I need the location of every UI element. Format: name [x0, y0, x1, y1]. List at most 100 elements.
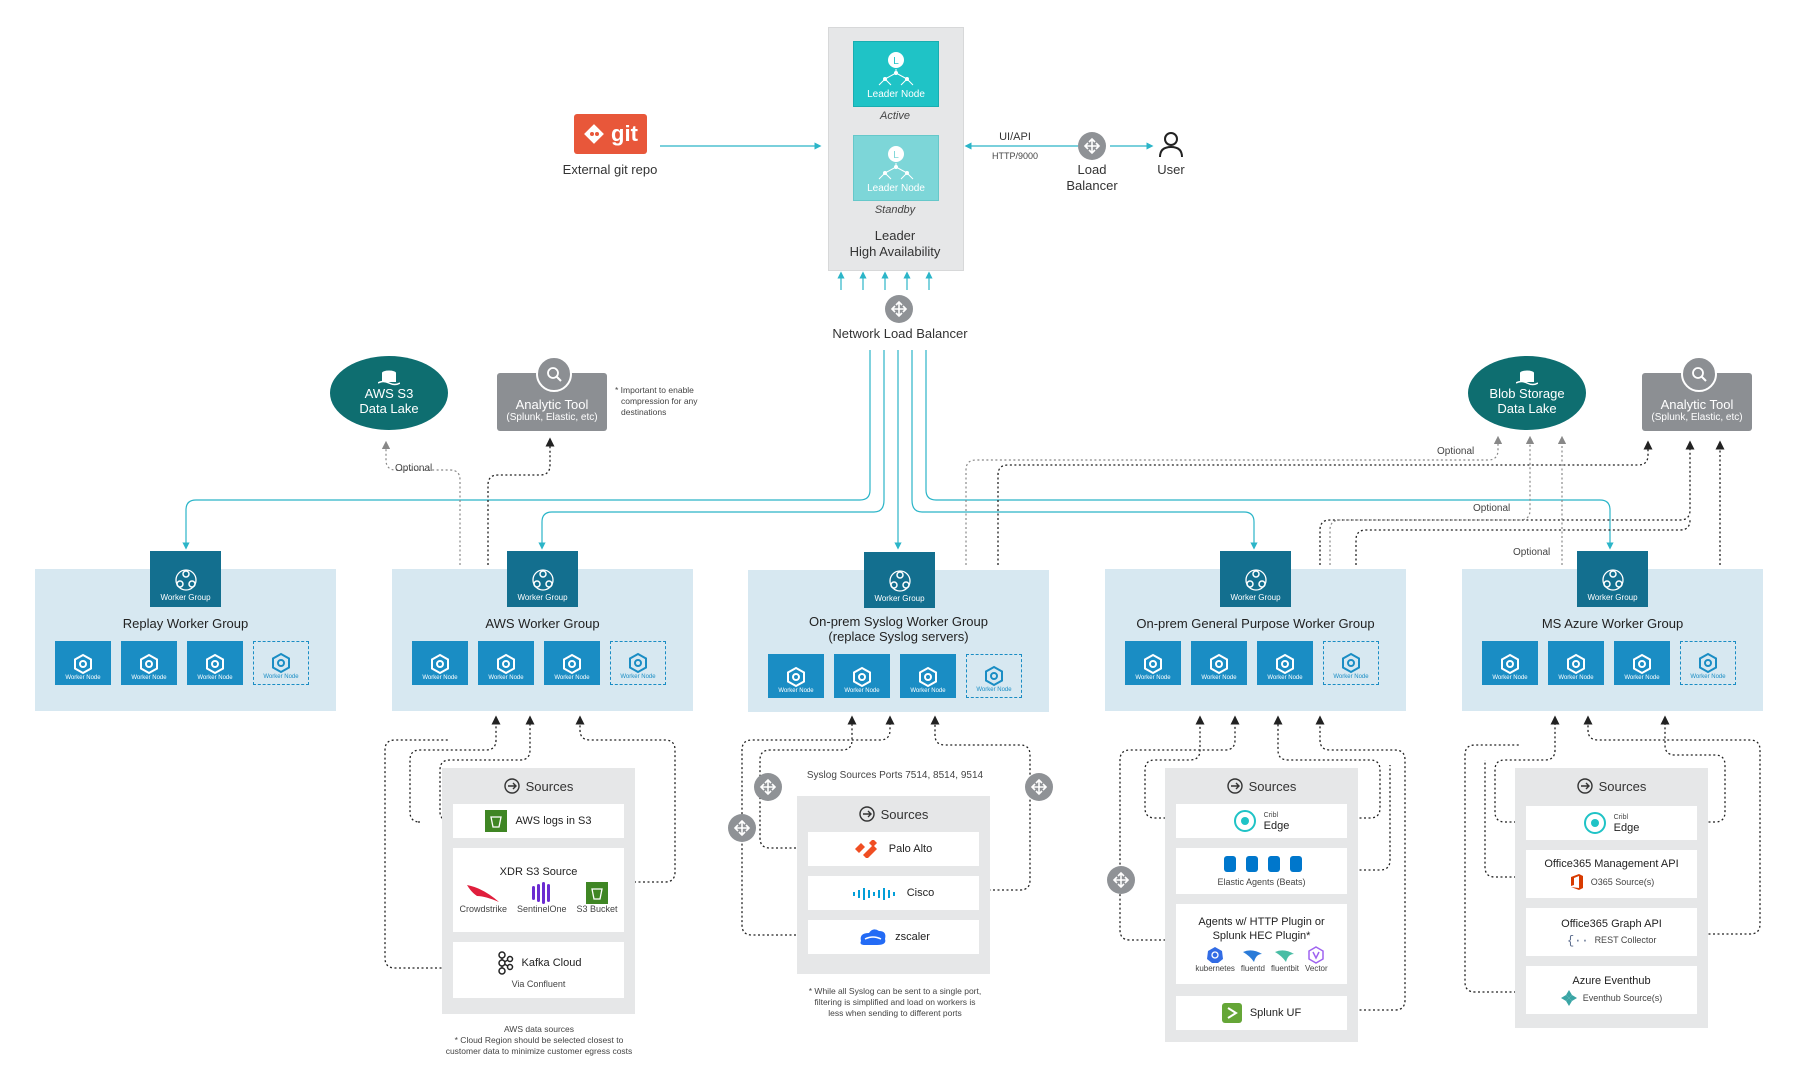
- worker-node[interactable]: Worker Node: [1548, 641, 1604, 685]
- git-logo: git: [574, 114, 647, 154]
- worker-node-icon: [1276, 653, 1294, 675]
- worker-group-title: MS Azure Worker Group: [1541, 616, 1684, 631]
- worker-node[interactable]: Worker Node: [412, 641, 468, 685]
- http-l1: Agents w/ HTTP Plugin or: [1198, 915, 1325, 928]
- zscaler-source[interactable]: zscaler: [808, 920, 979, 954]
- worker-group-icon: [1244, 569, 1267, 591]
- worker-group-header-label: Worker Group: [874, 594, 925, 603]
- xdr-s3-source[interactable]: XDR S3 Source Crowdstrike SentinelOne S3…: [453, 848, 624, 932]
- azure-eventhub-source[interactable]: Azure Eventhub Eventhub Source(s): [1526, 966, 1697, 1014]
- sources-header-text: Sources: [880, 806, 929, 822]
- worker-node-icon: [919, 666, 937, 688]
- http-plugin-source[interactable]: Agents w/ HTTP Plugin or Splunk HEC Plug…: [1176, 904, 1347, 984]
- general-lb-icon: [1107, 866, 1135, 894]
- analytic-subtitle: (Splunk, Elastic, etc): [1651, 412, 1743, 423]
- crowdstrike-label: Crowdstrike: [459, 904, 507, 914]
- compression-note-l2: compression for any: [621, 396, 698, 406]
- worker-node-label: Worker Node: [844, 688, 880, 694]
- worker-node-icon: [1699, 652, 1717, 674]
- worker-node[interactable]: Worker Node: [478, 641, 534, 685]
- aws-logs-s3-label: AWS logs in S3: [515, 815, 592, 827]
- source-icon: [1576, 778, 1593, 794]
- s3-bucket-icon: [586, 882, 609, 904]
- load-balancer-icon: [1078, 132, 1106, 160]
- worker-group-header[interactable]: Worker Group: [864, 552, 935, 608]
- worker-node[interactable]: Worker Node: [55, 641, 111, 685]
- leader-title-line1: Leader: [874, 228, 916, 243]
- worker-group-header[interactable]: Worker Group: [1220, 551, 1291, 607]
- analytic-tool-left[interactable]: Analytic Tool (Splunk, Elastic, etc): [497, 373, 607, 431]
- worker-group-header[interactable]: Worker Group: [150, 551, 221, 607]
- worker-node-placeholder[interactable]: Worker Node: [966, 654, 1022, 698]
- worker-node-label: Worker Node: [554, 675, 590, 681]
- worker-node-icon: [1144, 653, 1162, 675]
- worker-node-label: Worker Node: [263, 674, 299, 680]
- worker-node[interactable]: Worker Node: [544, 641, 600, 685]
- o365-mgmt-source[interactable]: Office365 Management API O365 Source(s): [1526, 850, 1697, 898]
- worker-node[interactable]: Worker Node: [1257, 641, 1313, 685]
- worker-node-label: Worker Node: [1558, 675, 1594, 681]
- worker-node[interactable]: Worker Node: [1482, 641, 1538, 685]
- worker-node-placeholder[interactable]: Worker Node: [253, 641, 309, 685]
- sentinelone-label: SentinelOne: [516, 904, 567, 914]
- vector-label: Vector: [1304, 963, 1328, 973]
- worker-node-label: Worker Node: [1624, 675, 1660, 681]
- leader-active-state: Active: [880, 110, 910, 122]
- o365-graph-label: Office365 Graph API: [1561, 917, 1662, 930]
- ui-api-port: HTTP/9000: [991, 151, 1039, 161]
- leader-standby-state: Standby: [874, 204, 916, 216]
- worker-node-placeholder[interactable]: Worker Node: [1323, 641, 1379, 685]
- worker-node-icon: [985, 665, 1003, 687]
- elastic-label: Elastic Agents (Beats): [1217, 877, 1306, 887]
- cisco-source[interactable]: Cisco: [808, 876, 979, 910]
- analytic-title: Analytic Tool: [1660, 397, 1734, 412]
- worker-node-icon: [1633, 653, 1651, 675]
- worker-node[interactable]: Worker Node: [834, 654, 890, 698]
- worker-node[interactable]: Worker Node: [1125, 641, 1181, 685]
- rest-collector-icon: {···}: [1567, 934, 1589, 947]
- elastic-agents-source[interactable]: Elastic Agents (Beats): [1176, 848, 1347, 894]
- kafka-cloud-source[interactable]: Kafka Cloud Via Confluent: [453, 942, 624, 998]
- o365-graph-source[interactable]: Office365 Graph API {···} REST Collector: [1526, 908, 1697, 956]
- s3-bucket-icon: [485, 810, 508, 832]
- leader-node-active-label: Leader Node: [867, 89, 925, 100]
- worker-node-label: Worker Node: [778, 688, 814, 694]
- palo-alto-source[interactable]: Palo Alto: [808, 832, 979, 866]
- aws-note-l1: AWS data sources: [503, 1024, 575, 1034]
- worker-node[interactable]: Worker Node: [1191, 641, 1247, 685]
- worker-group-header[interactable]: Worker Group: [507, 551, 578, 607]
- worker-node[interactable]: Worker Node: [768, 654, 824, 698]
- syslog-note: * While all Syslog can be sent to a sing…: [785, 986, 1005, 1019]
- leader-node-active[interactable]: L Leader Node: [853, 41, 939, 107]
- git-logo-text: git: [611, 121, 638, 146]
- leader-node-icon: L: [878, 146, 914, 180]
- cisco-label: Cisco: [906, 887, 935, 899]
- worker-node-icon: [431, 653, 449, 675]
- general-sources-header: Sources: [1165, 776, 1358, 796]
- worker-group-header[interactable]: Worker Group: [1577, 551, 1648, 607]
- splunk-uf-source[interactable]: Splunk UF: [1176, 996, 1347, 1030]
- worker-node[interactable]: Worker Node: [187, 641, 243, 685]
- worker-node-label: Worker Node: [620, 674, 656, 680]
- syslog-sources-header: Sources: [797, 804, 990, 824]
- source-icon: [503, 778, 520, 794]
- worker-node[interactable]: Worker Node: [1614, 641, 1670, 685]
- worker-node-placeholder[interactable]: Worker Node: [610, 641, 666, 685]
- aws-logs-s3-source[interactable]: AWS logs in S3: [453, 804, 624, 838]
- eventhub-icon: [1560, 989, 1577, 1006]
- worker-node[interactable]: Worker Node: [121, 641, 177, 685]
- edge-small: Cribl: [1263, 812, 1279, 819]
- worker-node[interactable]: Worker Node: [900, 654, 956, 698]
- database-icon: [1516, 370, 1538, 386]
- load-balancer-label-line1: Load: [1077, 162, 1107, 177]
- worker-node-placeholder[interactable]: Worker Node: [1680, 641, 1736, 685]
- eventhub-label: Azure Eventhub: [1572, 974, 1651, 987]
- blob-storage-data-lake[interactable]: Blob Storage Data Lake: [1468, 356, 1586, 430]
- leader-node-standby[interactable]: L Leader Node: [853, 135, 939, 201]
- aws-s3-data-lake[interactable]: AWS S3 Data Lake: [330, 356, 448, 430]
- worker-group-header-label: Worker Group: [517, 593, 568, 602]
- worker-node-icon: [1342, 652, 1360, 674]
- worker-node-icon: [853, 666, 871, 688]
